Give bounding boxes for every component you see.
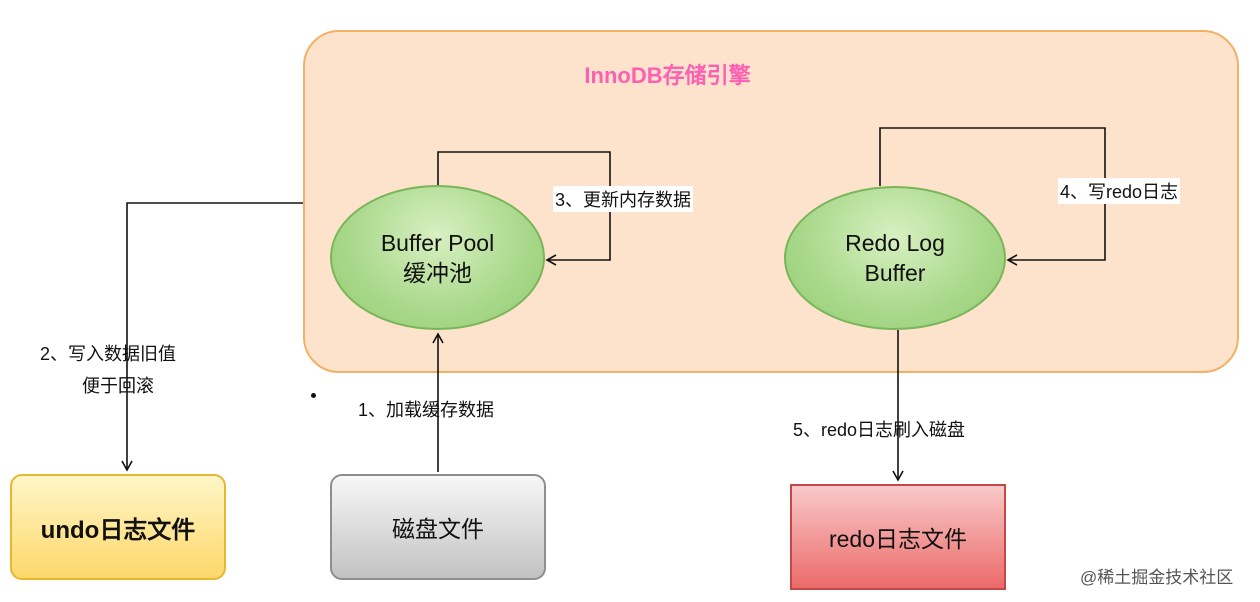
redo-log-file-label: redo日志文件 [828,526,968,552]
arrow-write-redo [879,127,1106,266]
undo-log-file-node: undo日志文件 [10,474,226,580]
buffer-pool-label: Buffer Pool [380,229,495,256]
redo-log-buffer-sublabel: Buffer [864,260,926,286]
undo-log-file-label: undo日志文件 [40,516,196,544]
stray-dot [311,393,316,398]
arrow-update-memory [437,151,611,266]
step2-label-line2: 便于回滚 [82,376,154,396]
buffer-pool-sublabel: 缓冲池 [403,259,472,286]
step1-label: 1、加载缓存数据 [358,400,495,420]
arrow-write-undo [121,202,303,472]
watermark-credit: @稀土掘金技术社区 [1080,568,1234,587]
step4-label: 4、写redo日志 [1058,178,1181,204]
buffer-pool-node: Buffer Pool 缓冲池 [330,185,545,330]
disk-file-node: 磁盘文件 [330,474,546,580]
step5-label: 5、redo日志刷入磁盘 [793,420,966,440]
engine-title: InnoDB存储引擎 [584,63,751,88]
redo-log-buffer-node: Redo Log Buffer [784,186,1006,330]
step2-label-line1: 2、写入数据旧值 [40,344,177,364]
redo-log-buffer-label: Redo Log [845,230,945,256]
redo-log-file-node: redo日志文件 [790,484,1006,590]
step3-label: 3、更新内存数据 [553,186,694,212]
disk-file-label: 磁盘文件 [392,516,484,542]
